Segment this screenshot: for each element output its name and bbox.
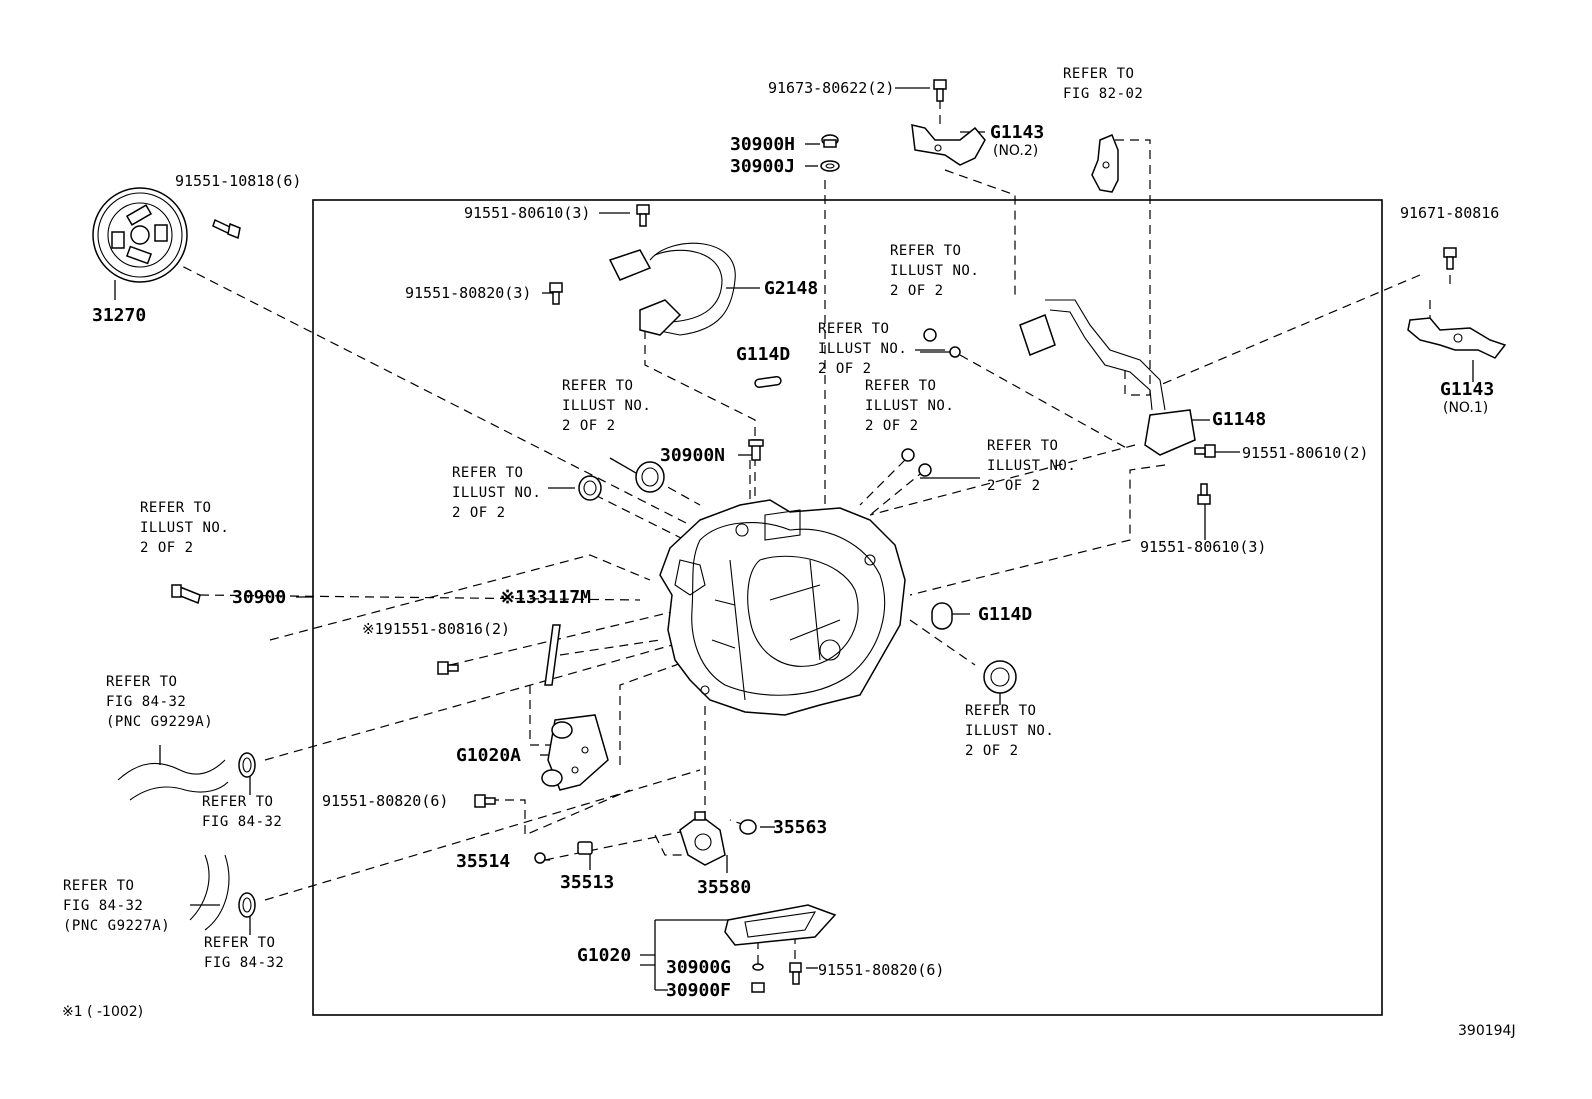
refer-fig-84-32-c[interactable]: REFER TO FIG 84-32 (PNC G9227A) (63, 878, 170, 934)
bolt-91551-80816[interactable] (437, 661, 459, 675)
label-30900H[interactable]: 30900H (730, 134, 795, 155)
bolt-91551-80820-6-bottom[interactable] (789, 962, 802, 985)
label-31270[interactable]: 31270 (92, 305, 146, 326)
label-30900G[interactable]: 30900G (666, 957, 731, 978)
pump-35580[interactable] (679, 811, 726, 866)
bolt-91671-80816[interactable] (1443, 247, 1457, 270)
refer-fig-84-32-d[interactable]: REFER TO FIG 84-32 (204, 935, 284, 971)
ring-refer-c[interactable] (901, 448, 915, 462)
ring-35563[interactable] (739, 819, 757, 835)
bolt-refer-left[interactable] (171, 584, 201, 605)
transmission-assembly-30900[interactable] (659, 499, 906, 716)
bracket-fig-82-02[interactable] (1091, 134, 1119, 193)
pin-G114D-top[interactable] (754, 375, 782, 389)
refer-illust-f[interactable]: REFER TO ILLUST NO. 2 OF 2 (452, 465, 550, 521)
ring-refer-a[interactable] (923, 328, 937, 342)
label-no1: (NO.1) (1443, 400, 1488, 416)
refer-illust-e[interactable]: REFER TO ILLUST NO. 2 OF 2 (987, 438, 1085, 494)
plug-30900H[interactable] (821, 134, 839, 148)
label-91551-80610-3a[interactable]: 91551-80610(3) (464, 204, 590, 222)
bolt-91551-80610-top[interactable] (636, 204, 650, 227)
ring-35514[interactable] (534, 852, 546, 864)
hose-G9227A[interactable] (189, 854, 256, 931)
label-G114D-right[interactable]: G114D (978, 604, 1032, 625)
label-33117M[interactable]: ※133117M (500, 587, 591, 608)
label-G1020[interactable]: G1020 (577, 945, 631, 966)
label-35563[interactable]: 35563 (773, 817, 827, 838)
refer-illust-d[interactable]: REFER TO ILLUST NO. 2 OF 2 (865, 378, 963, 434)
oil-pan-G1020[interactable] (724, 904, 837, 946)
harness-G1148[interactable] (1019, 299, 1196, 456)
cover-G1020A[interactable] (541, 714, 609, 791)
label-G114D-top[interactable]: G114D (736, 344, 790, 365)
label-G1148[interactable]: G1148 (1212, 409, 1266, 430)
refer-fig-82-02[interactable]: REFER TO FIG 82-02 (1063, 66, 1143, 102)
washer-30900J[interactable] (820, 160, 840, 172)
label-35580[interactable]: 35580 (697, 877, 751, 898)
label-91551-80610-2[interactable]: 91551-80610(2) (1242, 444, 1368, 462)
part-33117M[interactable] (544, 624, 561, 686)
ring-refer-b[interactable] (949, 346, 961, 358)
refer-illust-c[interactable]: REFER TO ILLUST NO. 2 OF 2 (562, 378, 660, 434)
plug-35513[interactable] (577, 841, 593, 855)
hose-G9229A[interactable] (117, 752, 256, 801)
refer-blocks: REFER TO FIG 82-02 REFER TO ILLUST NO. 2… (63, 66, 1143, 971)
refer-illust-a[interactable]: REFER TO ILLUST NO. 2 OF 2 (890, 243, 988, 299)
refer-fig-84-32-a[interactable]: REFER TO FIG 84-32 (PNC G9229A) (106, 674, 213, 730)
diagram-id: 390194J (1458, 1023, 1516, 1039)
label-G1143-no2[interactable]: G1143 (990, 122, 1044, 143)
label-35513[interactable]: 35513 (560, 872, 614, 893)
sensor-G2148[interactable] (608, 242, 736, 336)
oil-seal-upper[interactable] (635, 461, 665, 493)
bolt-91551-10818[interactable] (212, 218, 241, 240)
label-91551-10818[interactable]: 91551-10818(6) (175, 172, 301, 190)
bolt-91551-80610-3-right[interactable] (1197, 483, 1211, 505)
label-30900N[interactable]: 30900N (660, 445, 725, 466)
label-35514[interactable]: 35514 (456, 851, 510, 872)
bolt-91673-80622[interactable] (933, 79, 947, 102)
label-91551-80820-3[interactable]: 91551-80820(3) (405, 284, 531, 302)
label-30900J[interactable]: 30900J (730, 156, 795, 177)
part-labels: 31270 91551-10818(6) 91551-80610(3) 9155… (92, 79, 1499, 1001)
assembly-frame (312, 199, 1383, 1016)
cap-G114D-right[interactable] (931, 602, 953, 630)
oil-seal-right[interactable] (983, 660, 1017, 694)
label-no2: (NO.2) (993, 143, 1038, 159)
ring-refer-d[interactable] (918, 463, 932, 477)
refer-illust-g[interactable]: REFER TO ILLUST NO. 2 OF 2 (140, 500, 238, 556)
refer-fig-84-32-b[interactable]: REFER TO FIG 84-32 (202, 794, 282, 830)
label-30900F[interactable]: 30900F (666, 980, 731, 1001)
bracket-G1143-no1[interactable] (1407, 317, 1507, 359)
bolt-91551-80820-6-left[interactable] (474, 794, 496, 808)
label-91671-80816[interactable]: 91671-80816 (1400, 204, 1499, 222)
footnote: ※1 ( -1002) (62, 1004, 143, 1020)
label-G1143-no1[interactable]: G1143 (1440, 379, 1494, 400)
plug-30900F[interactable] (751, 982, 765, 993)
bolt-91551-80820-3[interactable] (549, 282, 563, 305)
plug-30900N[interactable] (748, 439, 764, 461)
label-G1020A[interactable]: G1020A (456, 745, 521, 766)
label-91673-80622[interactable]: 91673-80622(2) (768, 79, 894, 97)
label-91551-80820-6a[interactable]: 91551-80820(6) (322, 792, 448, 810)
bolt-91551-80610-2[interactable] (1194, 444, 1216, 458)
bracket-G1143-no2[interactable] (911, 124, 986, 166)
label-30900[interactable]: 30900 (232, 587, 286, 608)
oil-seal-left[interactable] (578, 475, 602, 501)
clutch-disc-31270[interactable] (92, 187, 188, 283)
label-91551-80816-2[interactable]: ※191551-80816(2) (362, 620, 510, 638)
label-91551-80820-6b[interactable]: 91551-80820(6) (818, 961, 944, 979)
refer-illust-h[interactable]: REFER TO ILLUST NO. 2 OF 2 (965, 703, 1063, 759)
refer-illust-b[interactable]: REFER TO ILLUST NO. 2 OF 2 (818, 321, 916, 377)
gasket-30900G[interactable] (752, 963, 764, 971)
label-91551-80610-3b[interactable]: 91551-80610(3) (1140, 538, 1266, 556)
label-G2148[interactable]: G2148 (764, 278, 818, 299)
